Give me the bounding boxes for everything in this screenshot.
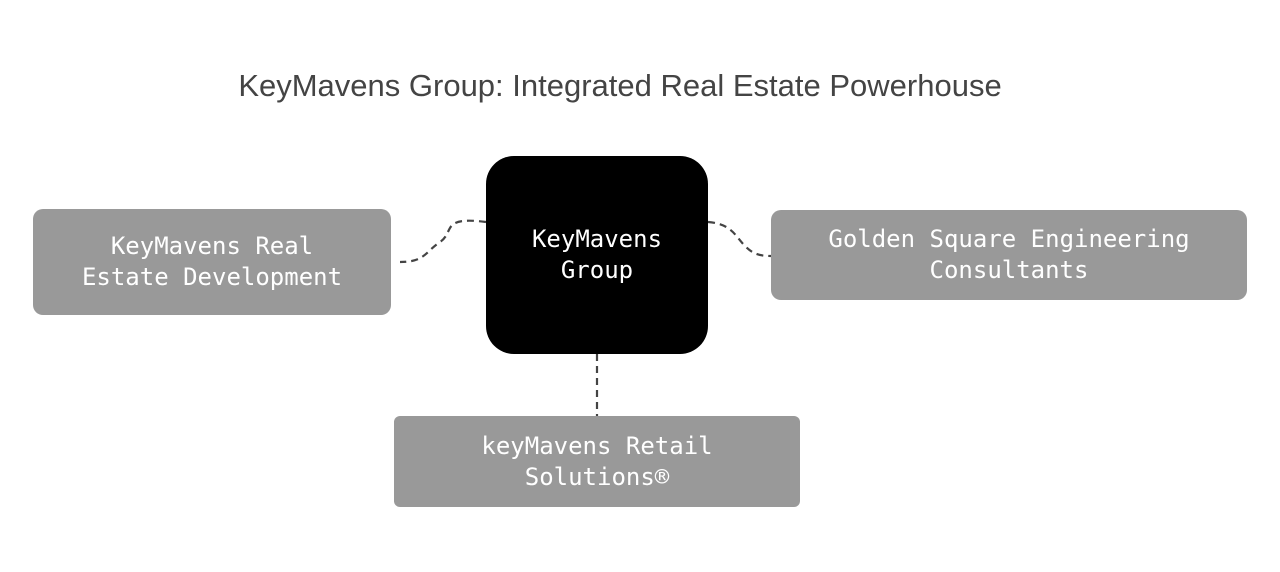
node-retail-solutions: keyMavens Retail Solutions® <box>394 416 800 507</box>
node-keymavens-group: KeyMavens Group <box>486 156 708 354</box>
diagram-title: KeyMavens Group: Integrated Real Estate … <box>238 68 1002 103</box>
node-real-estate-development: KeyMavens Real Estate Development <box>33 209 391 315</box>
node-golden-square-engineering: Golden Square Engineering Consultants <box>771 210 1247 300</box>
edge-center-right <box>707 220 772 258</box>
edge-center-left <box>399 219 487 264</box>
